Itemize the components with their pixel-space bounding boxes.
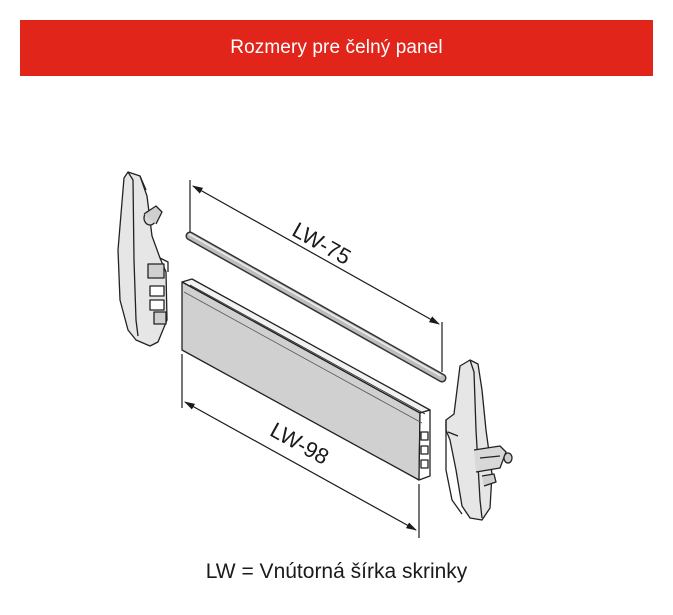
header-banner: Rozmery pre čelný panel (20, 20, 653, 76)
caption: LW = Vnútorná šírka skrinky (205, 560, 468, 583)
header-title: Rozmery pre čelný panel (230, 37, 443, 58)
dimension-top-label: LW-75 (288, 217, 355, 270)
right-end-bracket-icon (445, 359, 513, 521)
left-end-bracket-icon (117, 171, 169, 347)
dimension-top (189, 180, 443, 372)
dimension-bottom (181, 354, 420, 538)
